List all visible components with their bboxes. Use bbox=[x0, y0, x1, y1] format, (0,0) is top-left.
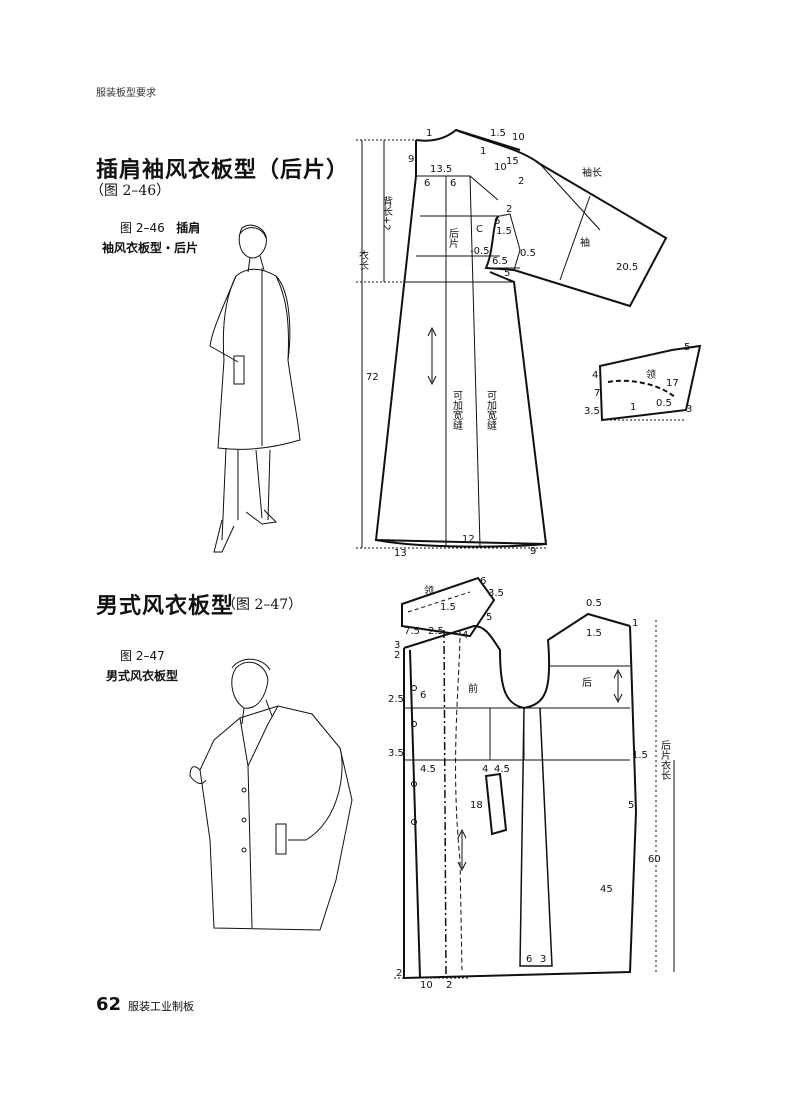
svg-text:3: 3 bbox=[540, 954, 546, 965]
fig47-caption-no: 图 2–47 bbox=[120, 649, 165, 663]
label-c: C bbox=[476, 224, 483, 235]
label-widen-1: 可加宽缝 bbox=[451, 390, 463, 430]
svg-text:1: 1 bbox=[630, 402, 636, 413]
svg-text:7: 7 bbox=[594, 388, 600, 399]
svg-text:72: 72 bbox=[366, 372, 379, 383]
fig47-title: 男式风衣板型 bbox=[96, 594, 235, 619]
fig46-caption-b: 袖风衣板型・后片 bbox=[102, 241, 199, 255]
fig46-back-pattern bbox=[356, 128, 702, 549]
svg-text:4.5: 4.5 bbox=[494, 764, 510, 775]
page-number: 62 bbox=[96, 994, 122, 1015]
label-front: 前 bbox=[468, 682, 478, 695]
svg-text:1.5: 1.5 bbox=[496, 226, 512, 237]
svg-text:10: 10 bbox=[512, 132, 525, 143]
label-sleeve: 袖 bbox=[580, 236, 590, 249]
svg-text:10: 10 bbox=[420, 980, 433, 991]
svg-text:1.5: 1.5 bbox=[440, 602, 456, 613]
svg-text:10: 10 bbox=[494, 162, 507, 173]
svg-text:2: 2 bbox=[518, 176, 524, 187]
svg-text:0.5: 0.5 bbox=[656, 398, 672, 409]
svg-text:3.5: 3.5 bbox=[488, 588, 504, 599]
svg-text:3: 3 bbox=[394, 640, 400, 651]
man-figure-illustration bbox=[189, 658, 353, 931]
svg-text:1.5: 1.5 bbox=[632, 750, 648, 761]
fig46-subtitle: （图 2–46） bbox=[90, 183, 171, 199]
svg-text:1: 1 bbox=[632, 618, 638, 629]
svg-text:5: 5 bbox=[504, 268, 510, 279]
svg-text:18: 18 bbox=[470, 800, 483, 811]
label-back-length: 背长+2 bbox=[381, 195, 393, 231]
svg-text:2: 2 bbox=[394, 650, 400, 661]
label-collar47: 领 bbox=[424, 584, 434, 597]
label-collar46: 领 bbox=[646, 368, 656, 381]
svg-text:6: 6 bbox=[450, 178, 456, 189]
svg-text:15: 15 bbox=[506, 156, 519, 167]
svg-text:3: 3 bbox=[686, 404, 692, 415]
svg-text:2.5: 2.5 bbox=[388, 694, 404, 705]
svg-text:20.5: 20.5 bbox=[616, 262, 638, 273]
label-back-piece: 后片 bbox=[447, 228, 459, 249]
fig46-caption-a: 插肩 bbox=[176, 221, 201, 235]
svg-text:-0.5: -0.5 bbox=[470, 246, 490, 257]
svg-text:4.5: 4.5 bbox=[420, 764, 436, 775]
label-back: 后 bbox=[582, 677, 592, 689]
fig46-dimensions: 1 1.5 10 1 10 15 2 9 13.5 6 6 2 6 1.5 -0… bbox=[366, 128, 692, 559]
svg-text:45: 45 bbox=[600, 884, 613, 895]
svg-text:2: 2 bbox=[506, 204, 512, 215]
svg-text:0.5: 0.5 bbox=[520, 248, 536, 259]
svg-text:9: 9 bbox=[408, 154, 414, 165]
svg-text:6: 6 bbox=[420, 690, 426, 701]
svg-text:9: 9 bbox=[530, 546, 536, 557]
svg-text:3.5: 3.5 bbox=[388, 748, 404, 759]
fig47-dimensions: 6 3.5 1.5 5 7.5 2.5 4 3 2 0.5 1.5 1 2.5 … bbox=[388, 576, 661, 991]
svg-text:60: 60 bbox=[648, 854, 661, 865]
fig47-subtitle: （图 2–47） bbox=[222, 597, 303, 613]
svg-text:4: 4 bbox=[482, 764, 488, 775]
label-coat-length: 衣长 bbox=[357, 249, 369, 270]
svg-text:5: 5 bbox=[684, 342, 690, 353]
svg-text:1.5: 1.5 bbox=[490, 128, 506, 139]
fig47-mens-pattern bbox=[394, 576, 675, 980]
svg-text:13.5: 13.5 bbox=[430, 164, 452, 175]
svg-text:1: 1 bbox=[480, 146, 486, 157]
svg-text:6: 6 bbox=[480, 576, 486, 587]
svg-text:17: 17 bbox=[666, 378, 679, 389]
svg-text:5: 5 bbox=[486, 612, 492, 623]
svg-text:0.5: 0.5 bbox=[586, 598, 602, 609]
svg-text:1: 1 bbox=[426, 128, 432, 139]
running-header: 服装板型要求 bbox=[96, 88, 156, 99]
woman-figure-illustration bbox=[209, 224, 301, 553]
svg-text:1.5: 1.5 bbox=[586, 628, 602, 639]
svg-text:3.5: 3.5 bbox=[584, 406, 600, 417]
label-sleeve-length: 袖长 bbox=[582, 166, 602, 179]
fig47-caption: 图 2–47 男式风衣板型 bbox=[106, 646, 178, 686]
svg-text:5: 5 bbox=[628, 800, 634, 811]
svg-text:12: 12 bbox=[462, 534, 475, 545]
label-back-length47: 后片衣长 bbox=[659, 740, 671, 780]
fig47-caption-b: 男式风衣板型 bbox=[106, 669, 179, 683]
svg-text:4: 4 bbox=[592, 370, 598, 381]
fig46-caption: 图 2–46 插肩 袖风衣板型・后片 bbox=[102, 218, 201, 258]
svg-text:2: 2 bbox=[446, 980, 452, 991]
svg-text:6: 6 bbox=[494, 216, 500, 227]
label-widen-2: 可加宽缝 bbox=[485, 390, 497, 430]
svg-text:2.5: 2.5 bbox=[428, 626, 444, 637]
svg-text:13: 13 bbox=[394, 548, 407, 559]
svg-text:4: 4 bbox=[462, 630, 468, 641]
svg-text:7.5: 7.5 bbox=[404, 626, 420, 637]
svg-text:6.5: 6.5 bbox=[492, 256, 508, 267]
svg-text:6: 6 bbox=[424, 178, 430, 189]
fig46-title: 插肩袖风衣板型（后片） bbox=[96, 158, 350, 183]
book-title: 服装工业制板 bbox=[128, 1000, 194, 1013]
fig46-caption-no: 图 2–46 bbox=[120, 221, 165, 235]
svg-text:2: 2 bbox=[396, 968, 402, 979]
svg-text:6: 6 bbox=[526, 954, 532, 965]
